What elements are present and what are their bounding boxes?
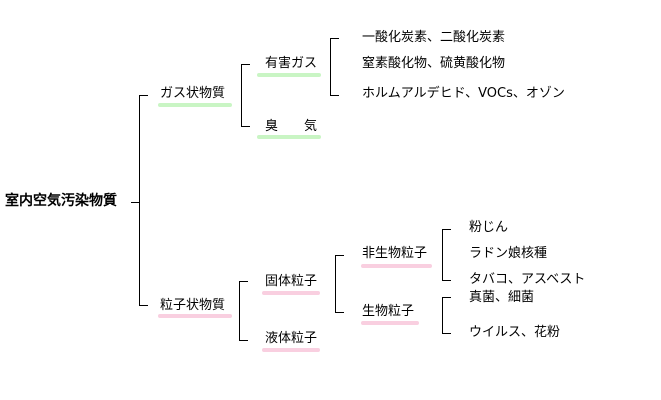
bracket-nonbio xyxy=(442,229,443,281)
bracket-gas xyxy=(241,64,242,127)
connector xyxy=(330,38,339,39)
bracket-particle xyxy=(239,281,240,341)
node-solid: 固体粒子 xyxy=(265,274,318,289)
connector xyxy=(442,297,451,298)
underline xyxy=(257,135,321,139)
leaf: ウイルス、花粉 xyxy=(469,325,561,340)
connector xyxy=(139,305,148,306)
bracket-harmful xyxy=(330,38,331,95)
node-liquid: 液体粒子 xyxy=(265,331,318,346)
leaf: 窒素酸化物、硫黄酸化物 xyxy=(362,56,506,71)
bracket-root xyxy=(139,95,140,306)
leaf: 真菌、細菌 xyxy=(469,290,535,305)
connector xyxy=(241,64,250,65)
connector xyxy=(335,255,344,256)
leaf: タバコ、アスベスト xyxy=(469,272,586,287)
connector xyxy=(131,202,139,203)
root-node: 室内空気汚染物質 xyxy=(5,193,117,209)
node-harmful-gas: 有害ガス xyxy=(265,56,318,71)
node-bio: 生物粒子 xyxy=(362,304,415,319)
underline xyxy=(361,321,419,325)
bracket-solid xyxy=(335,255,336,313)
connector xyxy=(330,95,339,96)
leaf: ラドン娘核種 xyxy=(469,246,548,261)
connector xyxy=(442,280,451,281)
connector xyxy=(335,312,344,313)
node-particle: 粒子状物質 xyxy=(160,298,226,313)
connector xyxy=(139,95,148,96)
underline xyxy=(262,291,320,295)
node-nonbio: 非生物粒子 xyxy=(362,246,428,261)
underline xyxy=(257,73,321,77)
underline xyxy=(158,314,232,318)
leaf: ホルムアルデヒド、VOCs、オゾン xyxy=(362,86,565,101)
underline xyxy=(158,103,232,107)
leaf: 粉じん xyxy=(469,220,509,235)
connector xyxy=(241,126,250,127)
connector xyxy=(442,229,451,230)
underline xyxy=(361,264,432,268)
leaf: 一酸化炭素、二酸化炭素 xyxy=(362,30,506,45)
connector xyxy=(442,333,451,334)
connector xyxy=(239,340,248,341)
node-odor: 臭 気 xyxy=(265,119,318,134)
bracket-bio xyxy=(442,297,443,334)
node-gas: ガス状物質 xyxy=(160,86,226,101)
underline xyxy=(262,348,320,352)
connector xyxy=(239,281,248,282)
